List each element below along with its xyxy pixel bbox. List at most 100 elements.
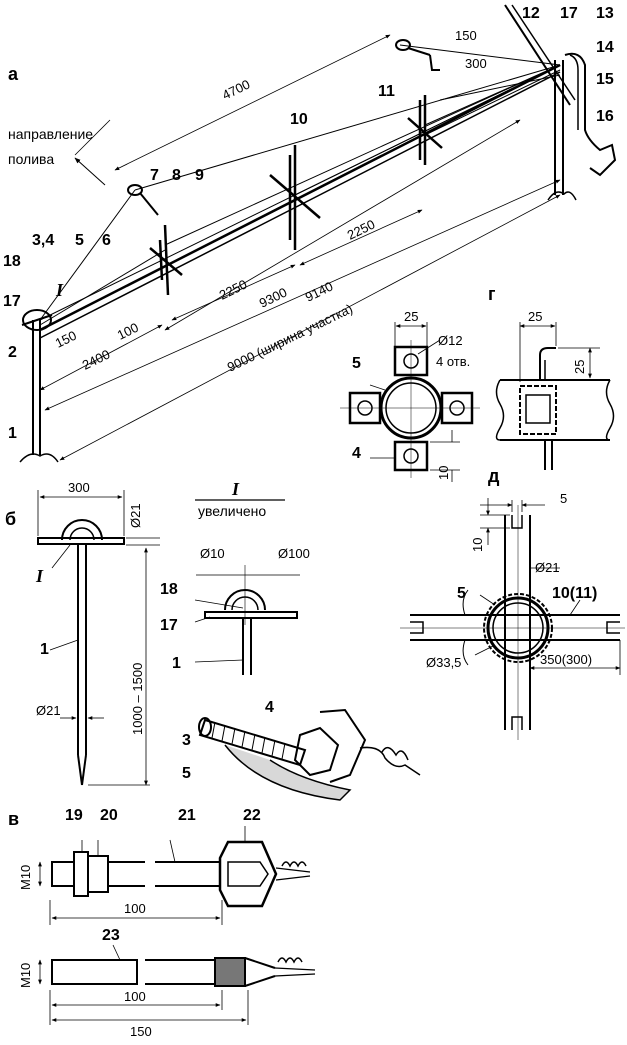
guy-wires [39, 44, 561, 326]
cross-dim-350: 350(300) [540, 652, 592, 667]
dimension-lines-a [39, 34, 561, 461]
view-a: а [3, 4, 617, 463]
section-label-v: в [8, 809, 19, 829]
detail-I-drawing [194, 565, 300, 675]
pipe-side-drawing [495, 322, 615, 470]
bolt-2-dim-100: 100 [124, 989, 146, 1004]
stake-detail-I: I [35, 566, 44, 586]
direction-label-2: полива [8, 151, 54, 167]
plate-cross-drawing [340, 322, 480, 482]
cross-callout-5: 5 [457, 585, 466, 602]
callout-7: 7 [150, 167, 159, 184]
cross-dim-5: 5 [560, 491, 567, 506]
dim-2400: 2400 [80, 347, 113, 373]
callout-17-left: 17 [3, 293, 21, 310]
stake-dim-300: 300 [68, 480, 90, 495]
plate-dim-25: 25 [404, 309, 418, 324]
view-b: б 300 Ø21 Ø21 1000 – 1500 1 I [5, 480, 160, 786]
detail-dim-d100: Ø100 [278, 546, 310, 561]
direction-label-1: направление [8, 126, 93, 142]
bolt-2-dim-150: 150 [130, 1024, 152, 1039]
pipe-cross-drawing [400, 498, 625, 740]
detail-I-subtitle: увеличено [198, 503, 266, 519]
dim-4700: 4700 [220, 77, 253, 103]
callout-20: 20 [100, 807, 118, 824]
section-label-g: г [488, 284, 496, 304]
callout-11: 11 [378, 83, 395, 100]
direction-arrow [74, 157, 106, 186]
callout-3-4: 3,4 [32, 232, 54, 249]
callout-19: 19 [65, 807, 83, 824]
callout-9: 9 [195, 167, 204, 184]
pipe-dim-25-h: 25 [572, 360, 587, 374]
cross-brace-11 [407, 95, 443, 165]
detail-I-title: I [231, 479, 240, 499]
callout-23: 23 [102, 927, 120, 944]
bolt-assembly [198, 708, 421, 801]
detail-mark-I: I [55, 280, 64, 300]
section-label-a: а [8, 64, 19, 84]
callout-14: 14 [596, 39, 614, 56]
plate-dim-10: 10 [436, 466, 451, 480]
callout-12: 12 [522, 5, 540, 22]
bolt-2-drawing [38, 944, 316, 1025]
detail-callout-1: 1 [172, 655, 181, 672]
callout-2: 2 [8, 344, 17, 361]
dim-100: 100 [115, 320, 141, 343]
stake-dim-length: 1000 – 1500 [130, 663, 145, 735]
detail-callout-17: 17 [160, 617, 178, 634]
stake-dim-d21-bottom: Ø21 [36, 703, 61, 718]
detail-callout-18: 18 [160, 581, 178, 598]
dim-2250-left: 2250 [217, 277, 250, 303]
view-d: д [400, 466, 625, 740]
detail-I-view: I увеличено Ø10 Ø100 18 17 1 [160, 479, 421, 801]
callout-13: 13 [596, 5, 614, 22]
stake-dim-d21-top: Ø21 [128, 503, 143, 528]
view-g: г 25 Ø12 4 отв. 10 [340, 284, 615, 482]
callout-18: 18 [3, 253, 21, 270]
callout-8: 8 [172, 167, 181, 184]
dim-9300: 9300 [257, 285, 290, 311]
plate-holes: 4 отв. [436, 354, 470, 369]
bolt-1-dim-100: 100 [124, 901, 146, 916]
callout-1: 1 [8, 425, 17, 442]
stake-drawing [37, 490, 160, 786]
cross-brace-10 [269, 145, 321, 250]
plate-callout-4: 4 [352, 445, 361, 462]
bolt-callout-3: 3 [182, 732, 191, 749]
bolt-1-thread: M10 [18, 865, 33, 890]
callout-5: 5 [75, 232, 84, 249]
pipe-dim-25-w: 25 [528, 309, 542, 324]
section-label-d: д [488, 466, 500, 486]
callout-22: 22 [243, 807, 261, 824]
eyelet-hook-7 [127, 184, 159, 216]
left-post [19, 309, 59, 463]
plate-callout-5: 5 [352, 355, 361, 372]
callout-17-top: 17 [560, 5, 578, 22]
dim-150: 150 [455, 28, 477, 43]
view-v: в M10 100 19 20 21 22 [8, 807, 316, 1039]
eyelet-hook-top [395, 39, 440, 71]
callout-21: 21 [178, 807, 196, 824]
bolt-2-thread: M10 [18, 963, 33, 988]
callout-15: 15 [596, 71, 614, 88]
section-label-b: б [5, 509, 16, 529]
plate-dim-d12: Ø12 [438, 333, 463, 348]
dim-9140: 9140 [303, 279, 336, 305]
detail-dim-d10: Ø10 [200, 546, 225, 561]
dim-300: 300 [465, 56, 487, 71]
callout-6: 6 [102, 232, 111, 249]
cross-callout-10-11: 10(11) [552, 585, 597, 602]
bolt-1-drawing [38, 826, 311, 925]
dim-9000: 9000 (ширина участка) [225, 301, 355, 375]
right-post [504, 4, 617, 201]
stake-callout-1: 1 [40, 641, 49, 658]
cross-dim-d21: Ø21 [535, 560, 560, 575]
callout-10: 10 [290, 111, 308, 128]
bolt-callout-5: 5 [182, 765, 191, 782]
bolt-callout-4: 4 [265, 699, 274, 716]
cross-dim-10: 10 [470, 538, 485, 552]
dim-150-left: 150 [53, 328, 79, 351]
cross-dim-d33: Ø33,5 [426, 655, 461, 670]
